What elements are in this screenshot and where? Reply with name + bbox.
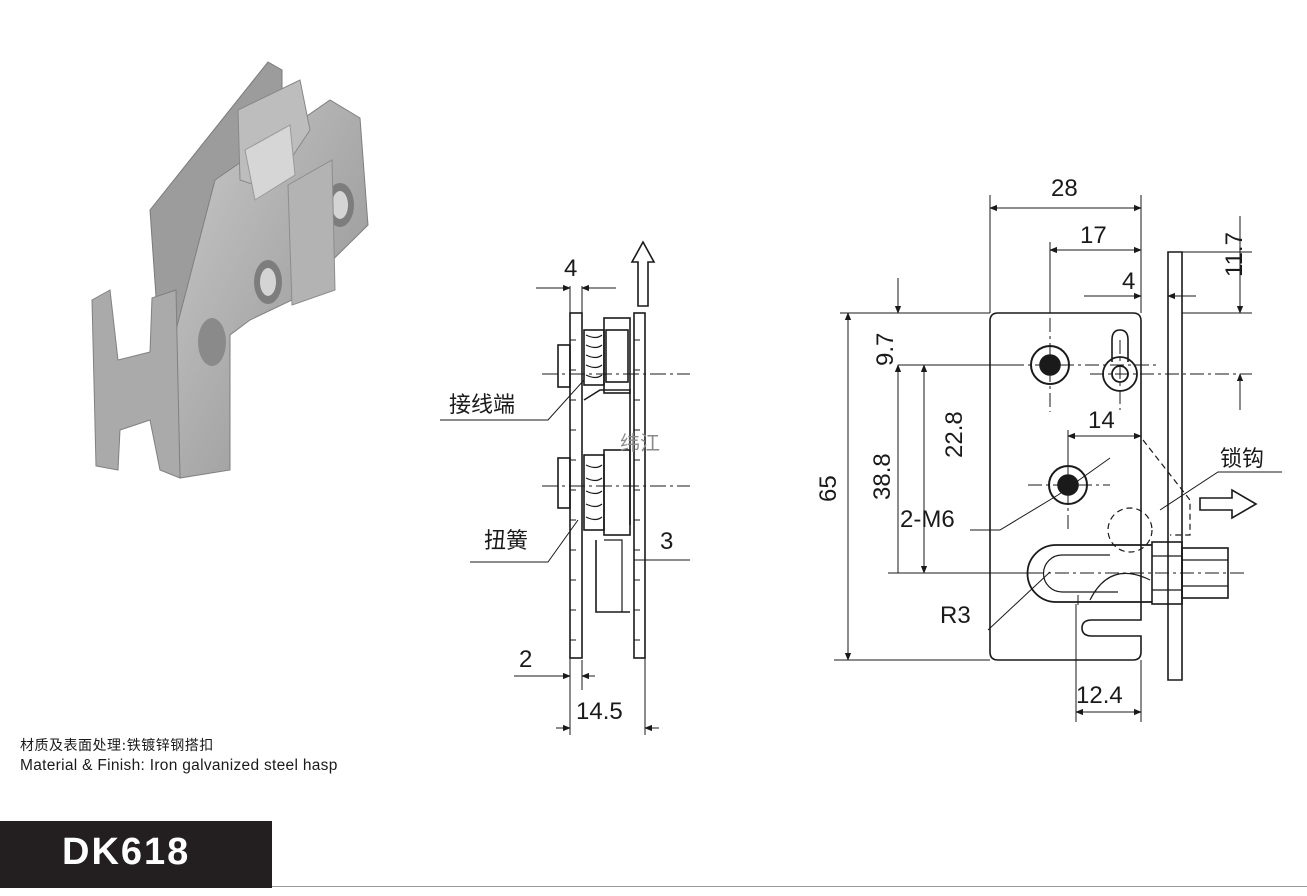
footer-divider	[272, 886, 1307, 887]
dim-front-top-offset: 11.7	[1221, 232, 1248, 277]
material-cn: 材质及表面处理:铁镀锌钢搭扣	[20, 738, 214, 754]
model-badge: DK618	[0, 821, 272, 888]
label-hook: 锁钩	[1220, 447, 1264, 472]
watermark: 纬江	[620, 431, 660, 455]
dim-front-width: 28	[1051, 175, 1078, 202]
label-terminal: 接线端	[449, 393, 515, 418]
material-en: Material & Finish: Iron galvanized steel…	[20, 757, 338, 774]
dim-side-total: 14.5	[576, 698, 623, 725]
dim-side-top-width: 4	[564, 255, 577, 282]
dim-side-bottom-left: 2	[519, 646, 532, 673]
dim-front-hook-gap: 4	[1122, 268, 1135, 295]
label-thread: 2-M6	[900, 506, 955, 533]
side-view	[542, 240, 690, 659]
hasp-3d-render	[91, 61, 369, 479]
front-view-dimensions	[834, 195, 1282, 722]
dim-side-right-gap: 3	[660, 528, 673, 555]
side-view-dimensions	[440, 284, 690, 735]
label-torsion-spring: 扭簧	[484, 529, 528, 554]
model-number: DK618	[62, 831, 191, 873]
label-radius: R3	[940, 602, 971, 629]
front-view	[989, 251, 1258, 681]
dim-front-hole-offset: 17	[1080, 222, 1107, 249]
material-info: 材质及表面处理:铁镀锌钢搭扣 Material & Finish: Iron g…	[20, 736, 338, 776]
dim-front-lower-offset: 14	[1088, 407, 1115, 434]
dim-front-slot-width: 12.4	[1076, 682, 1123, 709]
dim-front-hole-vertical: 9.7	[872, 333, 899, 366]
dim-front-height: 65	[815, 475, 842, 502]
dim-front-lower-hole: 38.8	[869, 453, 896, 500]
dim-front-hole-spacing: 22.8	[941, 411, 968, 458]
